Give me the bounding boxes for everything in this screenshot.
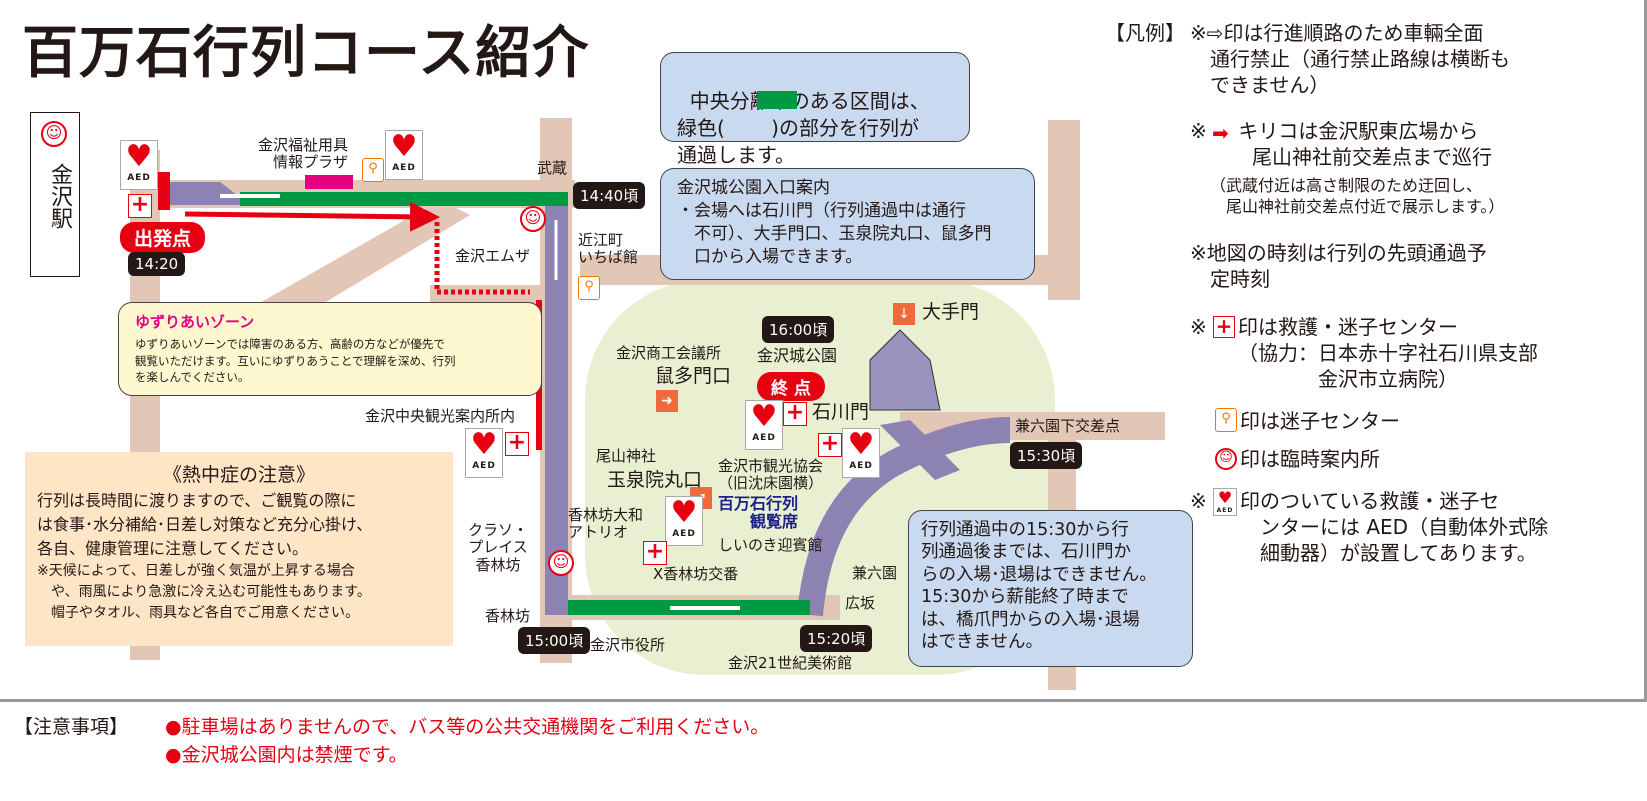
place-kenrokuen: 兼六園 (852, 564, 898, 582)
time-1530: 15:30頃 (1010, 442, 1083, 469)
map-frame (0, 0, 1647, 702)
route-purple (160, 182, 250, 205)
ishikawa-gate-notice: 行列通過中の15:30から行 列通過後までは、石川門か らの入場･退場はできませ… (908, 510, 1193, 667)
yuzuri-zone-callout: ゆずりあいゾーン ゆずりあいゾーンでは障害のある方、高齢の方などが優先で 観覧い… (118, 302, 542, 396)
page-title: 百万石行列コース紹介 (22, 21, 590, 86)
park-entrance-body: ・会場へは石川門（行列通過中は通行 不可）、大手門口、玉泉院丸口、鼠多門 口から… (677, 200, 992, 267)
info-smile-icon: ☺ (548, 550, 574, 576)
note-smoking: ●金沢城公園内は禁煙です。 (165, 744, 408, 766)
aed-icon: ♥AED (1213, 488, 1237, 516)
end-label: 終 点 (757, 372, 825, 401)
start-marker (158, 172, 170, 210)
first-aid-icon: + (783, 402, 807, 426)
kiriko-detour (434, 222, 530, 295)
first-aid-icon: + (643, 541, 667, 565)
route-purple (545, 200, 568, 615)
kiriko-arrow (184, 201, 440, 232)
place-omicho: 近江町 いちば館 (578, 231, 639, 267)
place-shiyakusho: 金沢市役所 (590, 636, 666, 654)
legend-item-kiriko-mark: ※ (1190, 119, 1207, 143)
park-entrance-box: 金沢城公園入口案内 ・会場へは石川門（行列通過中は通行 不可）、大手門口、玉泉院… (660, 168, 1035, 280)
yuzuri-marker (305, 175, 353, 189)
yuzuri-body: ゆずりあいゾーンでは障害のある方、高齢の方などが優先で 観覧いただけます。互いに… (135, 337, 456, 385)
place-museum: 金沢21世紀美術館 (728, 654, 853, 672)
note-parking: ●駐車場はありませんので、バス等の公共交通機関をご利用ください。 (165, 716, 770, 738)
place-fukushi: 金沢福祉用具 情報プラザ (258, 136, 349, 172)
first-aid-icon: + (818, 433, 842, 457)
place-emuza: 金沢エムザ (455, 247, 531, 265)
legend-item-aed: 印のついている救護・迷子セ ンターには AED（自動体外式除 細動器）が設置して… (1240, 489, 1549, 565)
legend-item-aed-mark: ※ (1190, 489, 1207, 513)
place-korinbo: 香林坊 (485, 607, 531, 625)
legend-item-lost: 印は迷子センター (1240, 409, 1400, 433)
place-yamato: 香林坊大和 アトリオ (568, 506, 644, 542)
time-1500: 15:00頃 (518, 627, 591, 654)
legend-item-route: ※⇨印は行進順路のため車輛全面 通行禁止（通行禁止路線は横断も できません） (1190, 21, 1510, 97)
median-info-box: 中央分離帯のある区間は、 緑色( )の部分を行列が 通過します。 (660, 52, 970, 167)
legend-head: 【凡例】 (1105, 21, 1185, 45)
aed-icon: ♥AED (120, 140, 158, 190)
heatstroke-notice: 《熱中症の注意》 行列は長時間に渡りますので、ご観覧の際に は食事･水分補給･日… (25, 452, 453, 646)
time-1440: 14:40頃 (573, 182, 646, 209)
place-chuo-kanko: 金沢中央観光案内所内 (365, 407, 516, 425)
station-box: ☺ 金沢駅 (30, 112, 80, 277)
legend-item-firstaid-mark: ※ (1190, 315, 1207, 339)
median-green (240, 192, 568, 206)
place-koban: X香林坊交番 (653, 565, 739, 583)
legend-item-info: 印は臨時案内所 (1240, 447, 1380, 471)
aed-icon: ♥AED (745, 400, 783, 450)
road (1048, 120, 1080, 300)
gate-arrow-icon: ➜ (656, 390, 678, 412)
legend-item-firstaid: 印は救護・迷子センター （協力：日本赤十字社石川県支部 金沢市立病院） (1238, 315, 1538, 391)
heat-note: ※天候によって、日差しが強く気温が上昇する場合 や、雨風により急激に冷え込む可能… (37, 563, 371, 621)
first-aid-icon: + (128, 194, 152, 218)
info-smile-icon: ☺ (1215, 448, 1237, 470)
place-hirosaka: 広坂 (845, 594, 876, 612)
gate-arrow-icon: ↓ (893, 303, 915, 325)
time-1600: 16:00頃 (762, 316, 835, 343)
info-smile-icon: ☺ (41, 121, 67, 147)
first-aid-icon: + (1213, 316, 1235, 338)
info-smile-icon: ☺ (520, 206, 546, 232)
tenshukaku-placeholder (869, 329, 941, 411)
heat-title: 《熱中症の注意》 (162, 464, 315, 486)
aed-icon: ♥AED (665, 496, 703, 546)
median-info-text: 中央分離帯のある区間は、 緑色( )の部分を行列が 通過します。 (677, 89, 930, 167)
lost-child-icon: ⚲ (362, 158, 384, 182)
place-ishikawa: 石川門 (812, 401, 870, 423)
yuzuri-title: ゆずりあいゾーン (135, 313, 255, 331)
start-label: 出発点 (120, 222, 206, 253)
green-swatch (757, 91, 797, 109)
place-park: 金沢城公園 (757, 346, 838, 365)
place-musashi: 武蔵 (537, 159, 568, 177)
heat-body: 行列は長時間に渡りますので、ご観覧の際に は食事･水分補給･日差し対策など充分心… (37, 491, 373, 558)
park-entrance-title: 金沢城公園入口案内 (677, 178, 830, 198)
place-oyama: 尾山神社 (596, 447, 657, 465)
place-seat: 百万石行列 観覧席 (718, 494, 799, 532)
lost-child-icon: ⚲ (578, 276, 600, 300)
place-kankokyokai: 金沢市観光協会 （旧沈床園横） (718, 457, 824, 493)
place-shoko: 金沢商工会議所 (616, 344, 722, 362)
legend-item-kiriko-note: （武蔵付近は高さ制限のため迂回し、 尾山神社前交差点付近で展示します。） (1210, 176, 1505, 216)
place-nezumita: 鼠多門口 (655, 365, 732, 387)
station-name: 金沢駅 (47, 163, 72, 229)
red-arrow-icon: ➡ (1212, 121, 1229, 145)
place-shiinoki: しいのき迎賓館 (718, 536, 823, 554)
route-purple (880, 420, 960, 480)
route-purple-curve (797, 417, 1011, 617)
start-time: 14:20 (128, 252, 186, 276)
place-gyokusen: 玉泉院丸口 (607, 469, 703, 491)
legend-item-time: ※地図の時刻は行列の先頭通過予 定時刻 (1190, 241, 1487, 291)
lost-child-icon: ⚲ (1215, 408, 1237, 432)
first-aid-icon: + (505, 432, 529, 456)
notes-head: 【注意事項】 (14, 716, 129, 738)
time-1520: 15:20頃 (800, 625, 873, 652)
aed-icon: ♥AED (465, 428, 503, 478)
legend-item-kiriko: キリコは金沢駅東広場から 尾山神社前交差点まで巡行 (1238, 119, 1492, 169)
place-ote: 大手門 (922, 301, 980, 323)
aed-icon: ♥AED (385, 130, 423, 180)
place-kenrokushita: 兼六園下交差点 (1015, 417, 1121, 435)
aed-icon: ♥AED (842, 428, 880, 478)
place-kuraso: クラソ・ プレイス 香林坊 (468, 521, 529, 574)
